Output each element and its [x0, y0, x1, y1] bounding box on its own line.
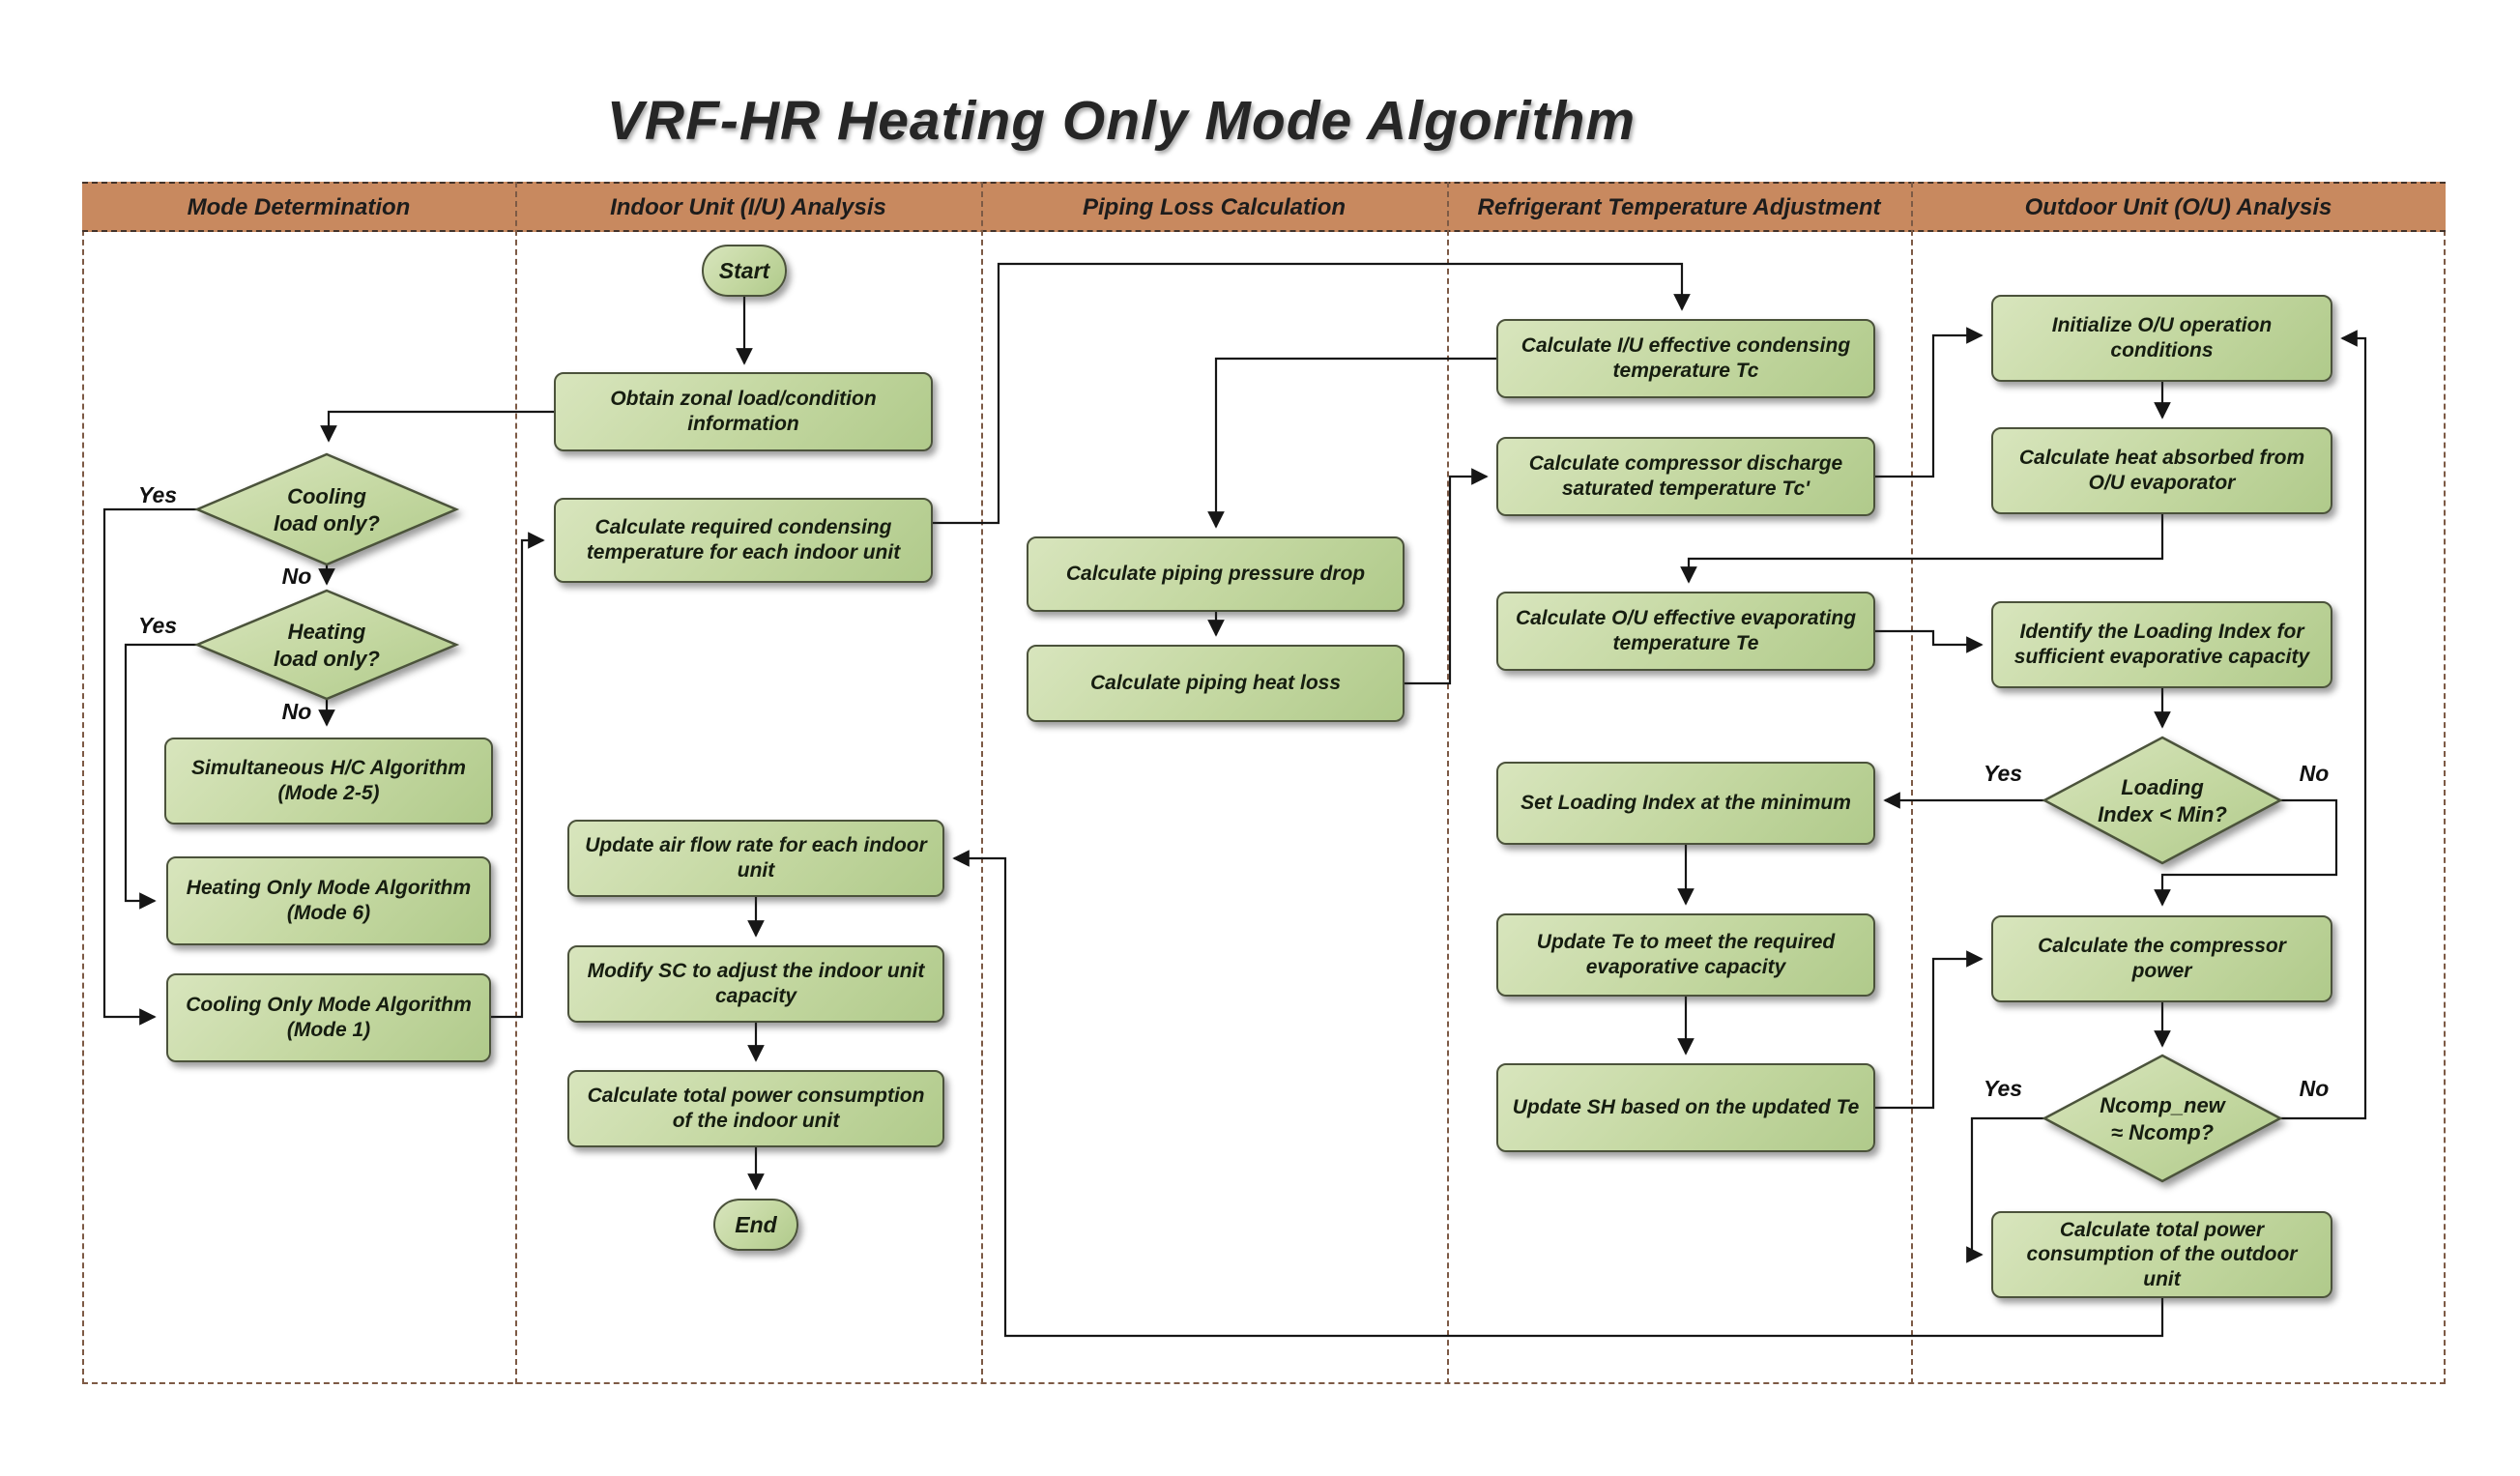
node-simultaneous-hc-algorithm: Simultaneous H/C Algorithm (Mode 2-5) — [164, 738, 493, 825]
lane-header-band — [82, 182, 2446, 232]
edge-label-loading-yes: Yes — [1983, 761, 2023, 786]
lane-separator — [1447, 182, 1449, 1384]
node-update-sh: Update SH based on the updated Te — [1496, 1063, 1875, 1152]
node-compressor-power: Calculate the compressor power — [1991, 915, 2332, 1002]
node-heat-absorbed-ou-evaporator: Calculate heat absorbed from O/U evapora… — [1991, 427, 2332, 514]
node-update-air-flow-rate: Update air flow rate for each indoor uni… — [567, 820, 944, 897]
node-end: End — [713, 1199, 798, 1251]
lane-header-piping-loss: Piping Loss Calculation — [1082, 194, 1347, 220]
lane-header-outdoor-unit: Outdoor Unit (O/U) Analysis — [2024, 194, 2332, 220]
node-modify-sc: Modify SC to adjust the indoor unit capa… — [567, 945, 944, 1023]
decision-heating-load-only: Heating load only? — [274, 620, 380, 671]
diagram-title: VRF-HR Heating Only Mode Algorithm — [606, 90, 1637, 152]
decision-ncomp-new-ncomp: Ncomp_new ≈ Ncomp? — [2100, 1093, 2225, 1144]
node-set-loading-index-minimum: Set Loading Index at the minimum — [1496, 762, 1875, 845]
lane-separator — [515, 182, 517, 1384]
node-outdoor-total-power: Calculate total power consumption of the… — [1991, 1211, 2332, 1298]
node-indoor-total-power: Calculate total power consumption of the… — [567, 1070, 944, 1147]
node-heating-only-mode-algorithm: Heating Only Mode Algorithm (Mode 6) — [166, 856, 491, 945]
lane-separator — [1911, 182, 1913, 1384]
edge-label-cooling-no: No — [281, 564, 312, 589]
node-iu-effective-condensing-temp: Calculate I/U effective condensing tempe… — [1496, 319, 1875, 398]
edge-label-ncomp-yes: Yes — [1983, 1076, 2023, 1101]
lane-header-refrigerant-temp: Refrigerant Temperature Adjustment — [1477, 194, 1881, 220]
edge-label-heating-no: No — [281, 699, 312, 724]
lane-header-mode-determination: Mode Determination — [187, 194, 411, 220]
lane-separator — [981, 182, 983, 1384]
lane-header-indoor-unit: Indoor Unit (I/U) Analysis — [610, 194, 886, 220]
node-piping-heat-loss: Calculate piping heat loss — [1027, 645, 1405, 722]
node-ou-effective-evaporating-temp: Calculate O/U effective evaporating temp… — [1496, 592, 1875, 671]
node-update-te: Update Te to meet the required evaporati… — [1496, 913, 1875, 997]
node-start: Start — [702, 245, 787, 297]
node-obtain-zonal-load: Obtain zonal load/condition information — [554, 372, 933, 451]
edge-label-loading-no: No — [2299, 761, 2330, 786]
decision-cooling-load-only: Cooling load only? — [274, 484, 380, 535]
edge-label-heating-yes: Yes — [137, 613, 178, 638]
decision-loading-index-min: Loading Index < Min? — [2098, 775, 2227, 826]
edge-label-cooling-yes: Yes — [137, 482, 178, 507]
node-piping-pressure-drop: Calculate piping pressure drop — [1027, 536, 1405, 612]
edge-label-ncomp-no: No — [2299, 1076, 2330, 1101]
node-compressor-discharge-temp: Calculate compressor discharge saturated… — [1496, 437, 1875, 516]
node-identify-loading-index: Identify the Loading Index for sufficien… — [1991, 601, 2332, 688]
node-cooling-only-mode-algorithm: Cooling Only Mode Algorithm (Mode 1) — [166, 973, 491, 1062]
node-calc-required-condensing-temp: Calculate required condensing temperatur… — [554, 498, 933, 583]
node-initialize-ou-conditions: Initialize O/U operation conditions — [1991, 295, 2332, 382]
